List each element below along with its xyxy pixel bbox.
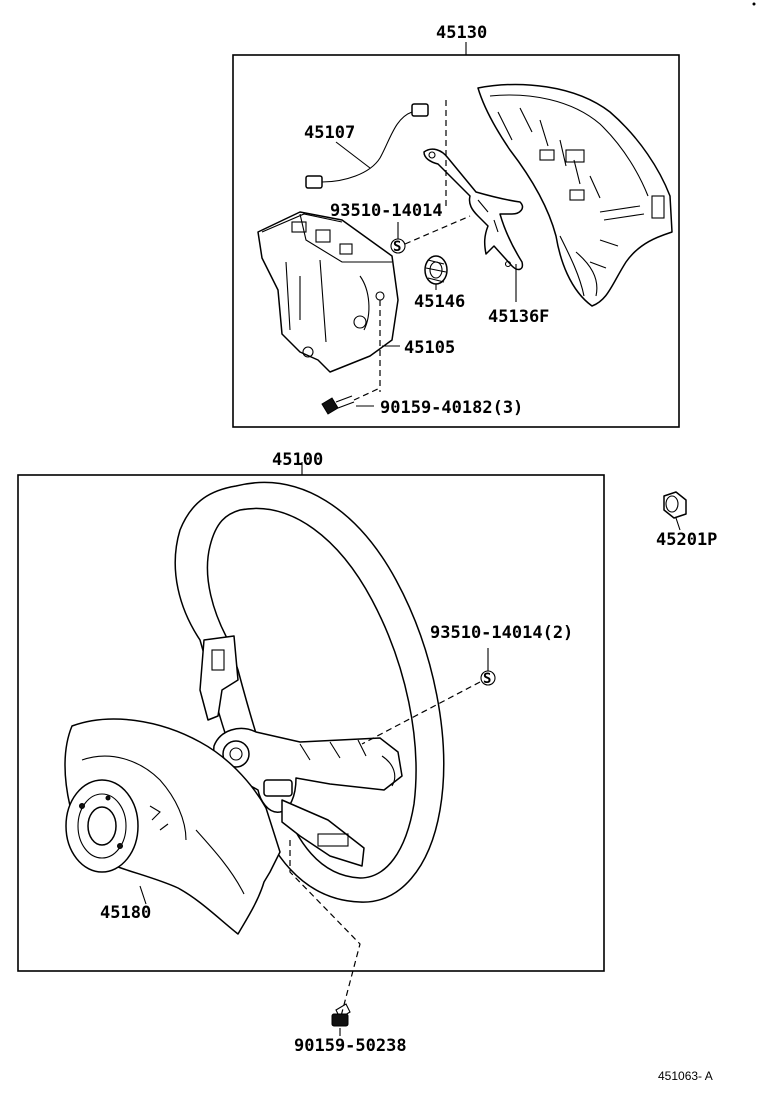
label-wire: 45107: [304, 123, 355, 143]
label-horn-block: 45105: [404, 338, 455, 358]
upper-bolt-part: [321, 387, 381, 415]
wire-harness: [305, 100, 447, 210]
label-bolt-upper: 90159-40182(3): [380, 398, 523, 418]
wheel-assembly-frame: [17, 474, 605, 972]
screw-marker-upper-label: S: [393, 239, 401, 255]
lower-bolt-part: 90159-50238: [294, 1003, 407, 1056]
label-bolt-lower: 90159-50238: [294, 1036, 407, 1056]
label-wheel-assembly: 45100: [272, 450, 323, 470]
steering-wheel-spokes: [199, 635, 403, 867]
screw-marker-lower-label: S: [483, 671, 491, 687]
steering-column-cover: [64, 718, 281, 935]
label-cover: 45180: [100, 903, 151, 923]
upper-assembly-group: S 45130 45107 93510-14014 45146 45136F 4…: [232, 23, 680, 428]
label-bracket: 45136F: [488, 307, 549, 327]
horn-pad-cover: [477, 83, 673, 307]
label-spring: 45146: [414, 292, 465, 312]
corner-mark: [752, 2, 756, 6]
label-screw-upper: 93510-14014: [330, 201, 443, 221]
label-upper-assembly: 45130: [436, 23, 487, 43]
label-nut: 45201P: [656, 530, 717, 550]
label-screw-lower: 93510-14014(2): [430, 623, 573, 643]
wheel-assembly-group: S 45100 93510-14014(2) 45180: [17, 450, 605, 1021]
screw-marker-lower: S: [361, 648, 496, 745]
spring-part: [424, 255, 448, 285]
bracket-part: [423, 148, 524, 271]
nut-part: 45201P: [656, 491, 717, 550]
figure-code: 451063- A: [658, 1069, 713, 1083]
screw-marker-upper: S: [390, 215, 471, 255]
upper-assembly-frame: [232, 54, 680, 428]
lower-bolt-guide: [289, 840, 361, 1021]
horn-block-part: [257, 211, 399, 392]
